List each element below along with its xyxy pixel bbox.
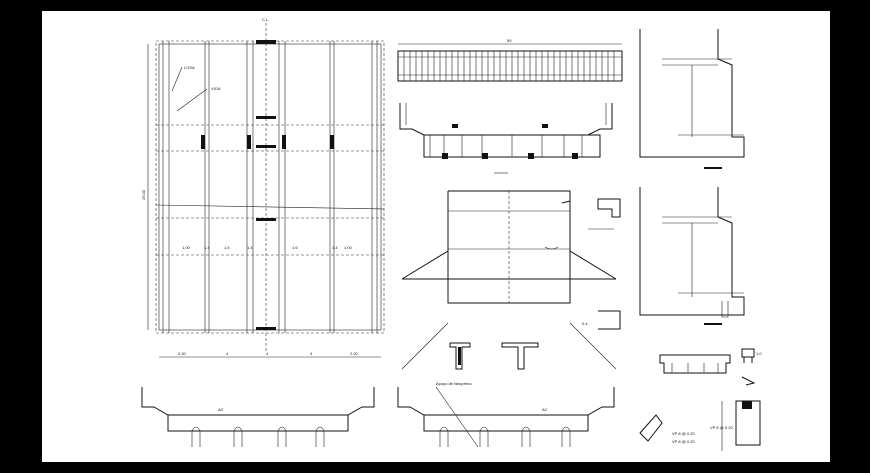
detail-note-a: VP 8 @ 0.20	[672, 431, 695, 436]
drawing-sheet: C.L. LOSA VIGA 25.00 1.00 1.4 1.6 1.4 1.…	[42, 11, 830, 462]
plan-girder-lines	[162, 23, 378, 351]
bearing-label: Apoyo de Neopreno	[436, 381, 472, 386]
section-callout-right: AC	[542, 407, 548, 412]
detail-small-parts: 0.4 1.0 VP 8 @ 0.20 VP 8 @ 0.20 VP 6 @ 0…	[582, 198, 762, 451]
railing-elevation: 59	[397, 38, 623, 82]
detail-dim-b: 1.0	[756, 351, 762, 356]
detail-dim-a: 0.4	[582, 321, 588, 326]
bay-dim: 1.00	[344, 245, 353, 250]
plan-side-dimension: 25.00	[141, 189, 146, 200]
end-section-right: AC Apoyo de Neopreno	[397, 381, 615, 448]
plan-callout-top: LOSA	[184, 65, 195, 70]
end-section-left: AC	[141, 387, 375, 447]
bay-dim: 1.4	[332, 245, 338, 250]
elevation-label: 59	[507, 38, 512, 43]
plan-bottom-dimensions: 2.20 4 4 4 2.20	[178, 351, 359, 356]
section-callout-left: AC	[218, 407, 224, 412]
bay-dim: 1.4	[247, 245, 253, 250]
centerline-label: C.L.	[262, 17, 269, 22]
bay-dim: 1.4	[204, 245, 210, 250]
bay-dim: 1.00	[182, 245, 191, 250]
bottom-dim: 2.20	[178, 351, 187, 356]
bottom-dim: 2.20	[350, 351, 359, 356]
plan-bearing-blocks	[201, 40, 334, 330]
bottom-dim: 4	[266, 351, 269, 356]
bay-dim: 1.6	[292, 245, 298, 250]
abutment-section-lower	[639, 187, 745, 325]
deck-cross-section	[399, 103, 613, 174]
plan-bay-dimensions: 1.00 1.4 1.6 1.4 1.6 1.4 1.00	[182, 245, 353, 250]
bottom-dim: 4	[226, 351, 229, 356]
bay-dim: 1.6	[224, 245, 230, 250]
plan-diaphragm-lines	[155, 124, 385, 256]
detail-note-b: VP 8 @ 0.20	[672, 439, 695, 444]
deck-plan-view: C.L. LOSA VIGA 25.00 1.00 1.4 1.6 1.4 1.…	[141, 17, 385, 358]
bottom-dim: 4	[310, 351, 313, 356]
abutment-elevation	[401, 190, 617, 370]
bridge-drawing: C.L. LOSA VIGA 25.00 1.00 1.4 1.6 1.4 1.…	[141, 17, 762, 451]
abutment-section-upper	[639, 29, 745, 169]
plan-callout-second: VIGA	[211, 86, 221, 91]
